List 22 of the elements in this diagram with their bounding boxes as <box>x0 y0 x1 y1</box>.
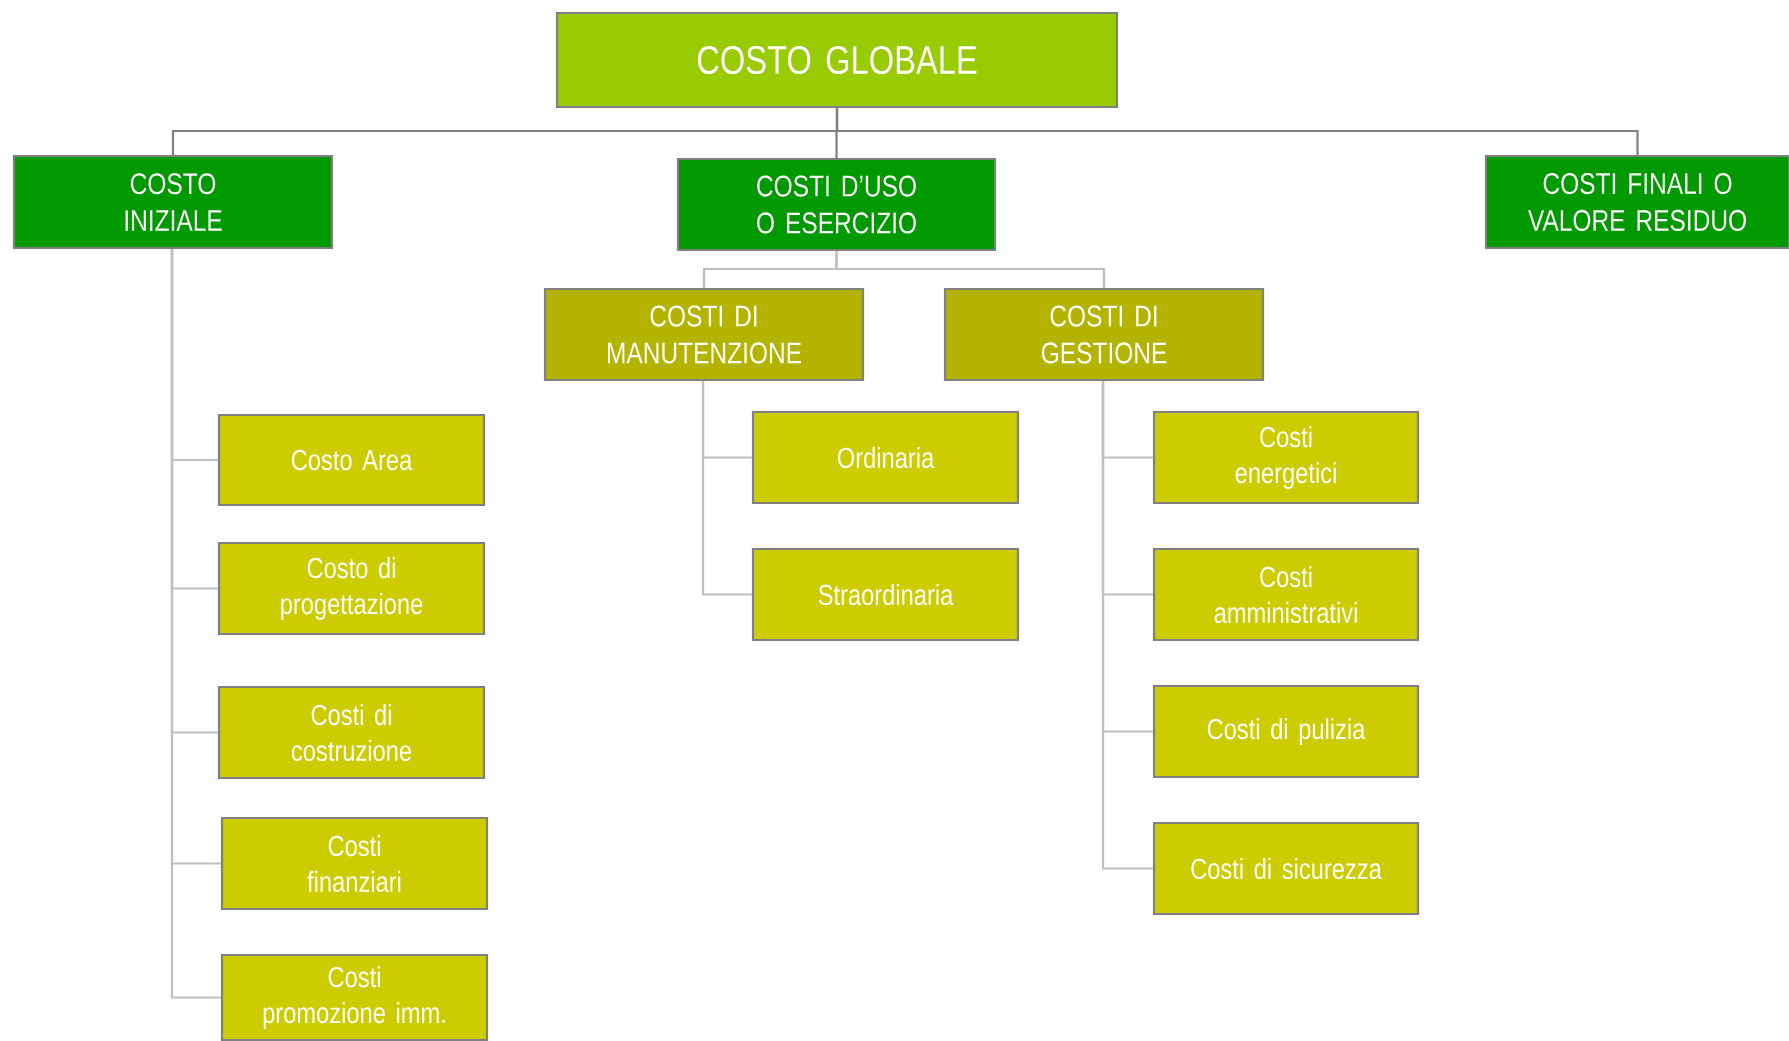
cost-box: Ordinaria <box>751 410 1020 505</box>
cost-box: Costi energetici <box>1152 410 1420 505</box>
category-box: COSTI D’USO O ESERCIZIO <box>676 157 997 252</box>
subcategory-box: COSTI DI GESTIONE <box>943 287 1265 382</box>
connector-line <box>1101 381 1153 870</box>
subcategory-box: COSTI DI MANUTENZIONE <box>543 287 865 382</box>
cost-box: Costi promozione imm. <box>220 953 489 1041</box>
cost-box: Costo di progettazione <box>217 541 486 636</box>
cost-box: Costi finanziari <box>220 816 489 911</box>
cost-box: Costi amministrativi <box>1152 547 1420 642</box>
root-box: COSTO GLOBALE <box>555 11 1119 109</box>
cost-box: Costo Area <box>217 413 486 507</box>
cost-box: Costi di costruzione <box>217 685 486 780</box>
cost-box: Straordinaria <box>751 547 1020 642</box>
connector-line <box>835 108 1639 155</box>
cost-box: Costi di sicurezza <box>1152 821 1420 916</box>
cost-box: Costi di pulizia <box>1152 684 1420 779</box>
category-box: COSTI FINALI O VALORE RESIDUO <box>1484 154 1789 250</box>
connector-line <box>701 381 752 596</box>
connector-line <box>170 249 221 999</box>
category-box: COSTO INIZIALE <box>12 154 334 250</box>
connector-line <box>835 251 1106 288</box>
